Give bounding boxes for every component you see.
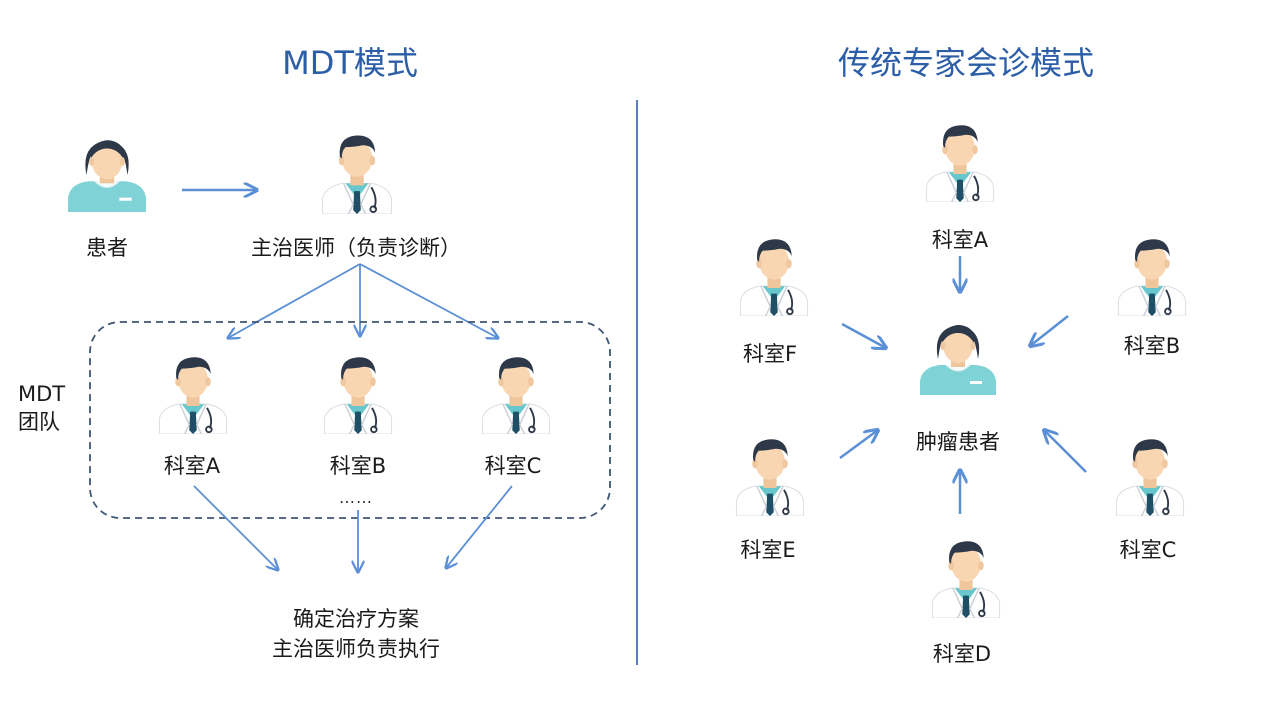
patient-label: 患者 [86, 236, 128, 260]
dept-a-label: 科室A [163, 454, 221, 478]
doctor-icon [158, 356, 228, 434]
doctor-icon [321, 134, 393, 214]
doctor-icon [925, 124, 995, 202]
outcome-line2: 主治医师负责执行 [272, 637, 440, 661]
left-title: MDT模式 [282, 44, 418, 82]
mdt-team-label-line2: 团队 [18, 410, 60, 434]
mdt-team-label-line1: MDT [18, 382, 66, 406]
arrow-dept-c-to-outcome [446, 485, 513, 568]
r-dept-d-label: 科室D [932, 642, 992, 666]
dept-c-label: 科室C [484, 454, 542, 478]
arrow-dept-f-to-patient [841, 322, 886, 348]
mdt-team-label: MDT 团队 [18, 380, 65, 436]
r-dept-c-label: 科室C [1119, 538, 1177, 562]
doctor-icon [481, 356, 551, 434]
r-dept-f-label: 科室F [742, 342, 798, 366]
doctor-icon [1117, 238, 1187, 316]
arrow-attending-to-dept-a [228, 263, 361, 338]
arrow-dept-e-to-patient [839, 430, 878, 460]
r-dept-a-label: 科室A [931, 228, 989, 252]
attending-label: 主治医师（负责诊断） [251, 236, 461, 260]
patient-icon [67, 139, 147, 212]
mdt-team-box [89, 321, 611, 519]
patient-icon [919, 324, 997, 396]
doctor-icon [323, 356, 393, 434]
tumor-patient-label: 肿瘤患者 [916, 430, 1000, 454]
doctor-icon [735, 438, 805, 516]
arrow-dept-b-to-patient [1030, 315, 1069, 346]
outcome-text: 确定治疗方案 主治医师负责执行 [272, 604, 440, 664]
arrow-attending-to-dept-c [359, 263, 498, 338]
doctor-icon [931, 540, 1001, 618]
ellipsis: …… [339, 488, 373, 507]
right-title: 传统专家会诊模式 [837, 44, 1094, 82]
arrow-dept-c-to-patient [1044, 430, 1087, 473]
doctor-icon [1115, 438, 1185, 516]
doctor-icon [739, 238, 809, 316]
arrow-dept-a-to-outcome [193, 485, 278, 570]
r-dept-b-label: 科室B [1123, 334, 1181, 358]
outcome-line1: 确定治疗方案 [293, 607, 419, 631]
dept-b-label: 科室B [329, 454, 387, 478]
r-dept-e-label: 科室E [740, 538, 796, 562]
